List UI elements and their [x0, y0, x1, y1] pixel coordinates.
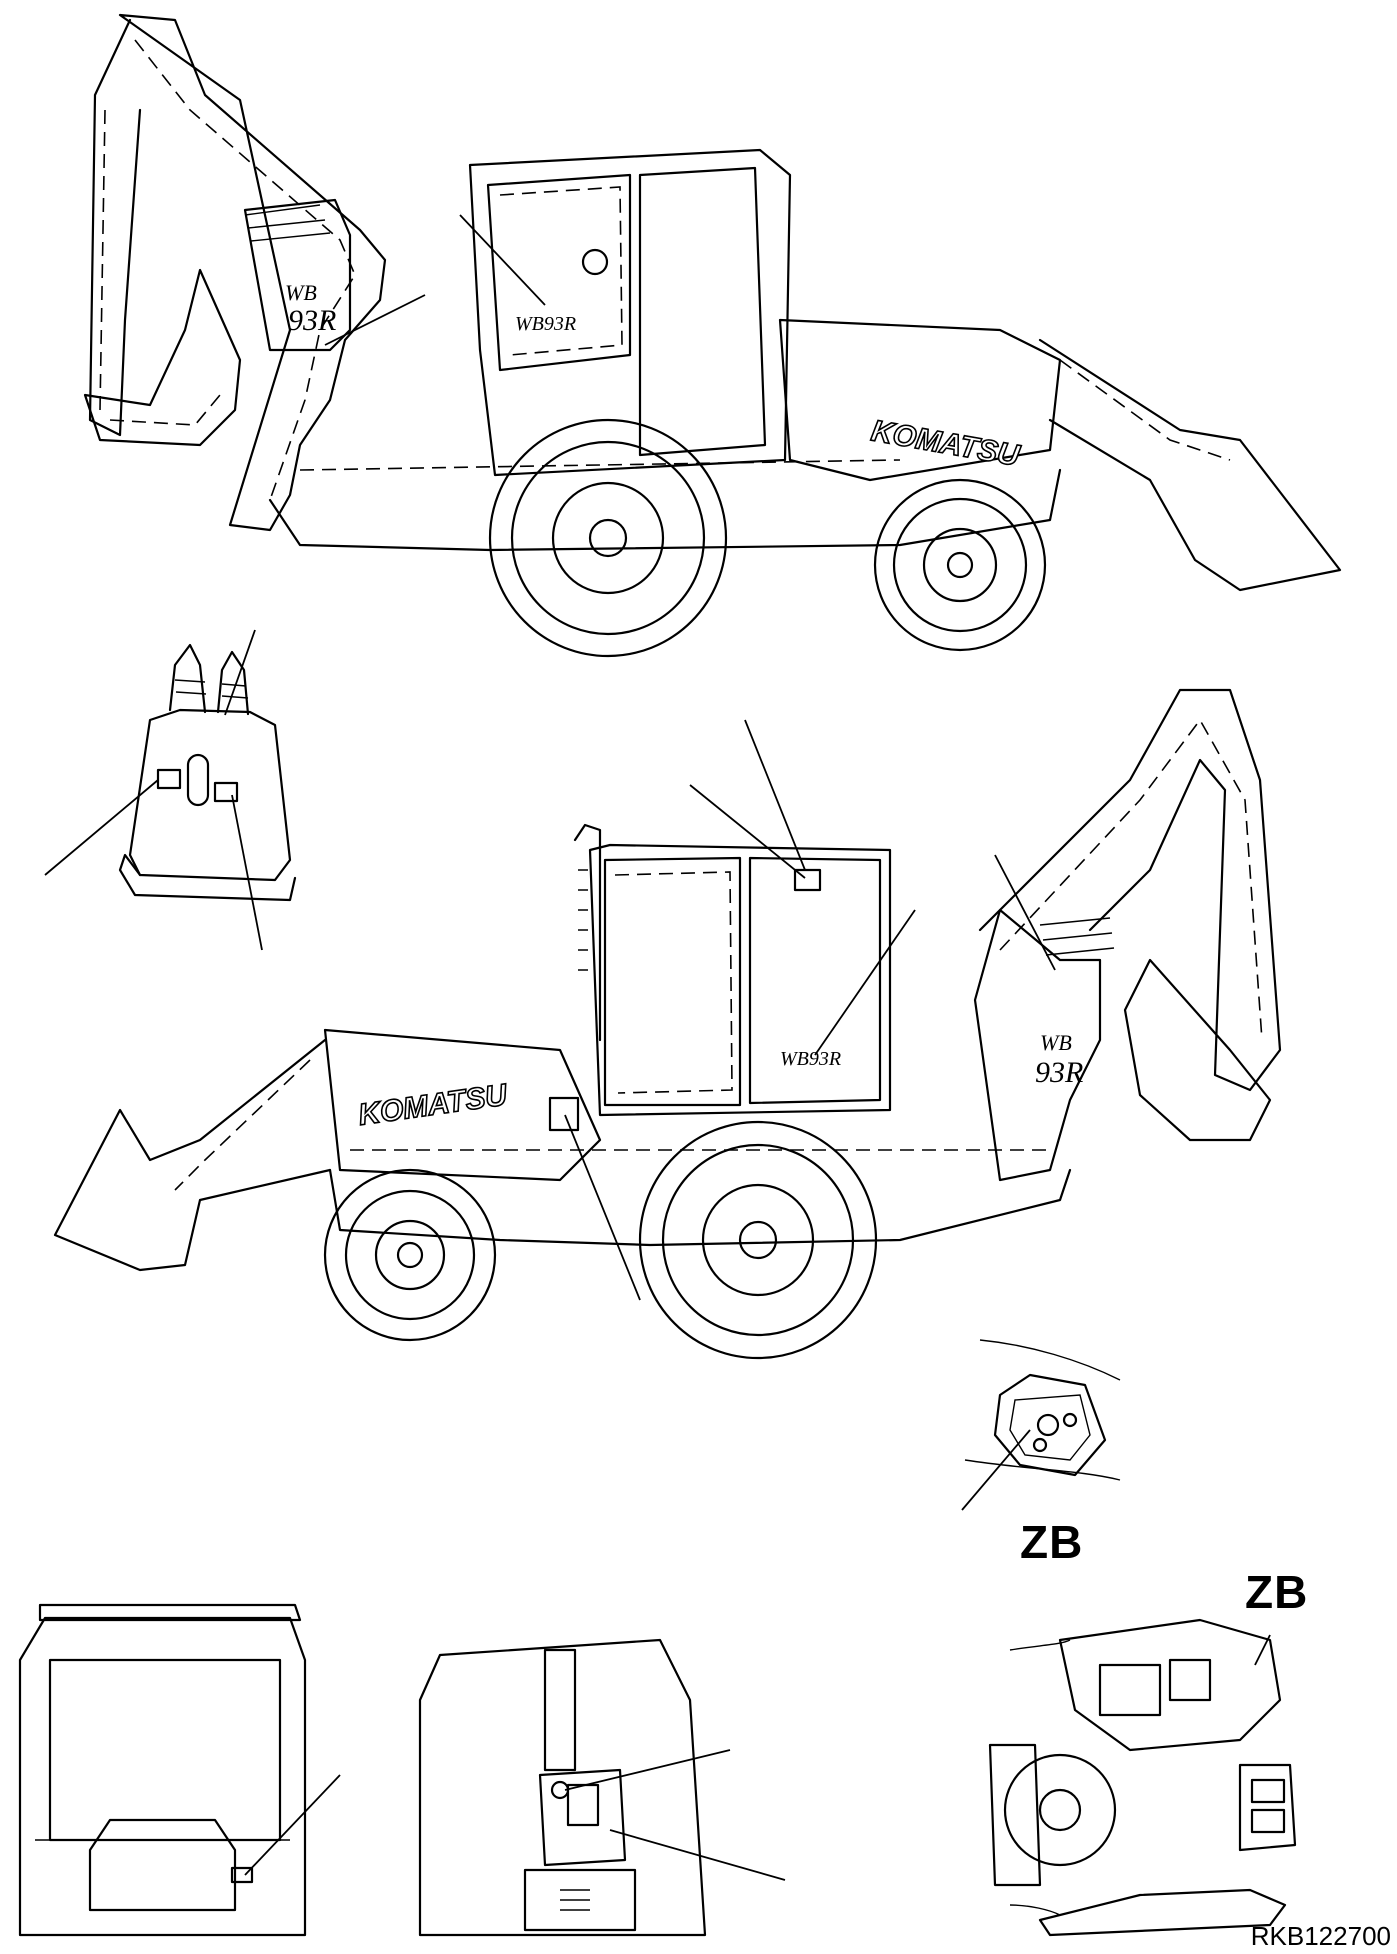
svg-text:WB: WB [285, 280, 317, 305]
zb-callout-label: ZB [1020, 1516, 1084, 1568]
cab-interior-view [418, 1638, 786, 1937]
svg-text:WB93R: WB93R [515, 313, 576, 335]
operator-console-view [988, 1618, 1297, 1937]
zb-callout-label: ZB [1245, 1566, 1309, 1618]
svg-text:WB93R: WB93R [780, 1048, 841, 1070]
svg-text:WB: WB [1040, 1030, 1072, 1055]
joystick-console-detail [44, 629, 297, 951]
backhoe-loader-left-side-view: WB 93R WB93R KOMATSU [83, 13, 1342, 658]
cab-rear-view [18, 1603, 341, 1937]
svg-text:93R: 93R [1035, 1056, 1083, 1089]
drawing-code: RKB122700 [1250, 1921, 1391, 1951]
svg-text:KOMATSU: KOMATSU [869, 414, 1023, 473]
zb-detail-inset [961, 1339, 1121, 1511]
svg-text:KOMATSU: KOMATSU [356, 1078, 510, 1132]
backhoe-loader-right-side-view: WB93R KOMATSU WB 93R [53, 688, 1282, 1360]
svg-text:93R: 93R [288, 304, 336, 337]
